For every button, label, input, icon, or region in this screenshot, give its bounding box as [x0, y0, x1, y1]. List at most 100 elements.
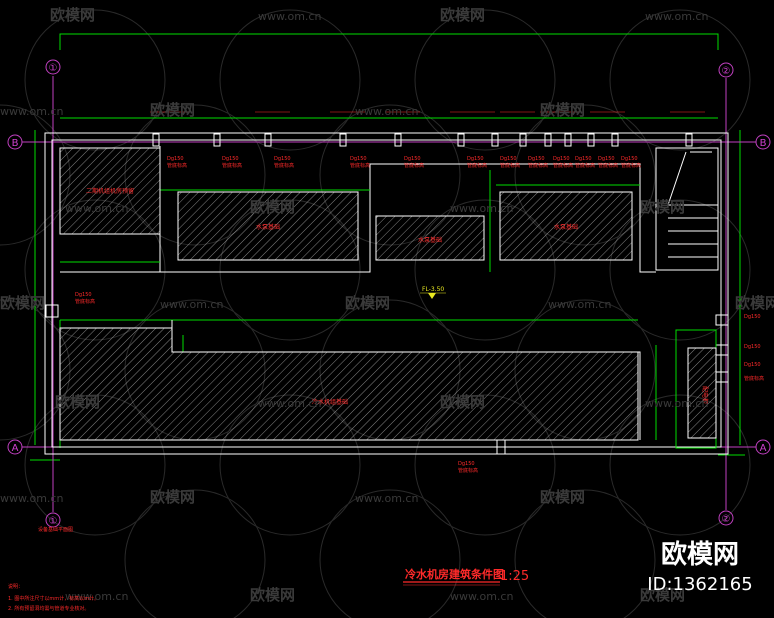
watermark-site: www.om.cn: [450, 590, 513, 603]
elevation-label: FL-3.50: [422, 286, 444, 293]
label-reserved: 二期机组机房预留: [86, 187, 134, 195]
pipe-label: Dg150: [458, 461, 475, 467]
dimension-lines: [30, 33, 745, 461]
watermark-layer: [0, 9, 751, 618]
axis-row-b-left: B: [12, 138, 19, 149]
pipe-label: Dg150: [404, 156, 421, 162]
label-pump-3: 水泵基础: [554, 223, 578, 231]
watermark-site: www.om.cn: [355, 492, 418, 505]
pipe-sub: 管底标高: [467, 162, 487, 169]
pipe-label: Dg150: [553, 156, 570, 162]
pipe-sub: 管底标高: [598, 162, 618, 169]
watermark-site: www.om.cn: [645, 10, 708, 23]
watermark-logo: 欧模网: [640, 198, 685, 216]
watermark-logo: 欧模网: [440, 6, 485, 24]
pipe-sub: 管底标高: [167, 162, 187, 169]
pipe-sub: 管底标高: [575, 162, 595, 169]
axis-col-2-bottom: ②: [722, 514, 731, 525]
axis-row-a-right: A: [760, 443, 767, 454]
brand-overlay: 欧模网 ID:1362165: [647, 539, 752, 595]
watermark-logo: 欧模网: [345, 294, 390, 312]
pipe-sub: 管底标高: [744, 375, 764, 382]
pipe-label: Dg150: [467, 156, 484, 162]
pipe-label: Dg150: [350, 156, 367, 162]
pipe-label: Dg150: [621, 156, 638, 162]
watermark-logo: 欧模网: [735, 294, 774, 312]
pump-base-1: [177, 191, 359, 261]
watermark-site: www.om.cn: [645, 397, 708, 410]
foundations: [59, 147, 717, 441]
pipe-sub: 管底标高: [75, 298, 95, 305]
pipe-label: Dg150: [598, 156, 615, 162]
panel-base: [687, 347, 717, 439]
watermark-site: www.om.cn: [65, 202, 128, 215]
pipe-label: Dg150: [744, 362, 761, 368]
title-block: 冷水机房建筑条件图 1:25: [403, 567, 529, 586]
drawing-scale: 1:25: [500, 569, 529, 584]
pipe-sub: 管底标高: [274, 162, 294, 169]
watermark-site: www.om.cn: [0, 105, 63, 118]
watermark-logo: 欧模网: [55, 393, 100, 411]
note-2: 2. 所有预留洞均需与管道专业核对。: [8, 605, 89, 612]
pipe-annotations: Dg150 管底标高 Dg150 管底标高 Dg150 管底标高 Dg150 管…: [75, 111, 764, 474]
watermark-site: www.om.cn: [0, 492, 63, 505]
watermark-logo: 欧模网: [50, 6, 95, 24]
axis-row-b-right: B: [760, 138, 767, 149]
watermark-logo: 欧模网: [250, 198, 295, 216]
brand-id: ID:1362165: [647, 574, 752, 595]
watermark-logo: 欧模网: [0, 294, 45, 312]
watermark-site: www.om.cn: [258, 10, 321, 23]
pipe-sub: 管底标高: [404, 162, 424, 169]
pump-base-3: [499, 191, 633, 261]
pump-base-2: [375, 215, 485, 261]
label-panel: 配电柜: [701, 386, 709, 404]
pipe-label: Dg150: [528, 156, 545, 162]
pipe-sub: 管底标高: [350, 162, 370, 169]
watermark-text: 欧模网 www.om.cn 欧模网 www.om.cn www.om.cn 欧模…: [0, 6, 774, 604]
notes: 说明： 1. 图中所注尺寸以mm计，标高以m计。 2. 所有预留洞均需与管道专业…: [8, 583, 99, 612]
watermark-site: www.om.cn: [258, 397, 321, 410]
pipe-sub: 管底标高: [528, 162, 548, 169]
watermark-logo: 欧模网: [540, 488, 585, 506]
watermark-site: www.om.cn: [65, 590, 128, 603]
pipe-label: Dg150: [500, 156, 517, 162]
axis-row-a-left: A: [12, 443, 19, 454]
chiller-base: [59, 327, 639, 441]
pipe-sub: 管底标高: [553, 162, 573, 169]
pipe-label: Dg150: [575, 156, 592, 162]
label-pump-1: 水泵基础: [256, 223, 280, 231]
watermark-site: www.om.cn: [160, 298, 223, 311]
watermark-logo: 欧模网: [540, 101, 585, 119]
brand-logo: 欧模网: [661, 539, 739, 570]
axis-labels: ① ② ① ② B B A A: [12, 63, 767, 527]
elevation-marker: FL-3.50: [420, 286, 446, 299]
pipe-label: Dg150: [222, 156, 239, 162]
label-pump-2: 水泵基础: [418, 236, 442, 244]
pipe-sub: 管底标高: [621, 162, 641, 169]
axis-col-1-bottom: ①: [49, 516, 58, 527]
watermark-logo: 欧模网: [150, 488, 195, 506]
reserved-area: [59, 147, 161, 235]
pipe-label: Dg150: [744, 314, 761, 320]
pipe-label: Dg150: [75, 292, 92, 298]
watermark-site: www.om.cn: [450, 202, 513, 215]
watermark-logo: 欧模网: [440, 393, 485, 411]
pipe-label: Dg150: [744, 344, 761, 350]
watermark-logo: 欧模网: [640, 586, 685, 604]
pipe-label: Dg150: [274, 156, 291, 162]
watermark-logo: 欧模网: [250, 586, 295, 604]
note-1: 1. 图中所注尺寸以mm计，标高以m计。: [8, 595, 99, 602]
watermark-site: www.om.cn: [548, 298, 611, 311]
pipe-sub: 管底标高: [500, 162, 520, 169]
axis-col-2-top: ②: [722, 66, 731, 77]
drawing-title: 冷水机房建筑条件图: [405, 567, 504, 581]
watermark-logo: 欧模网: [150, 101, 195, 119]
label-chiller: 冷水机组基础: [312, 398, 348, 406]
watermark-site: www.om.cn: [355, 105, 418, 118]
pipe-label: Dg150: [167, 156, 184, 162]
pipe-sub: 管底标高: [458, 467, 478, 474]
room-labels: 二期机组机房预留 水泵基础 水泵基础 水泵基础 冷水机组基础 配电柜: [86, 187, 709, 406]
pipe-sub: 管底标高: [222, 162, 242, 169]
axis-col-1-top: ①: [49, 63, 58, 74]
